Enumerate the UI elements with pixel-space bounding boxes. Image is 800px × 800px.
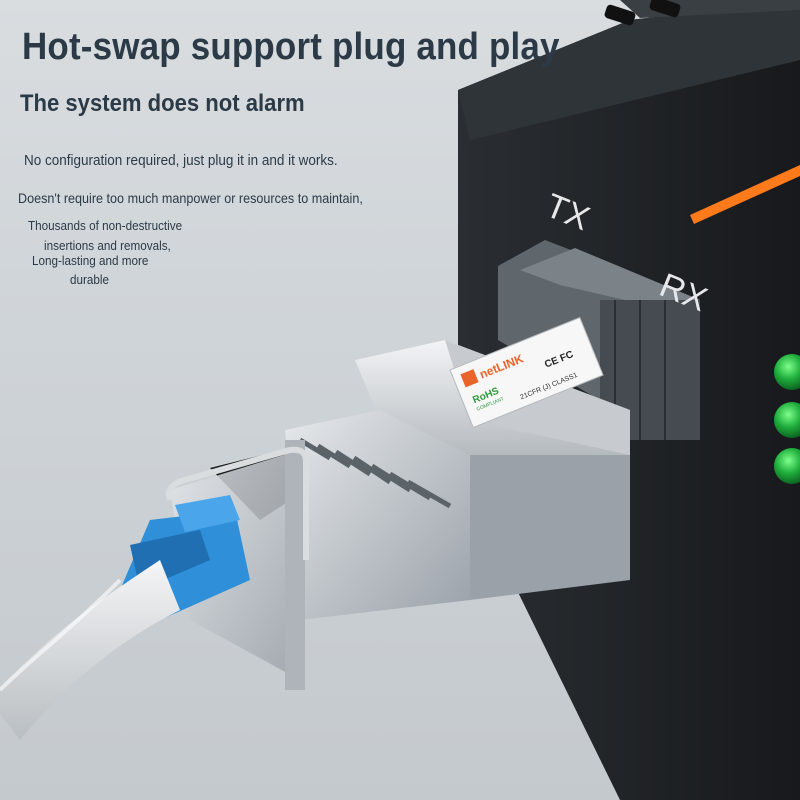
subheadline: The system does not alarm — [20, 90, 305, 117]
status-led — [774, 448, 800, 484]
status-led — [774, 354, 800, 390]
feature-text: Doesn't require too much manpower or res… — [18, 190, 363, 206]
feature-text: insertions and removals, — [44, 238, 171, 253]
fiber-cable — [0, 560, 180, 740]
status-leds — [774, 354, 800, 484]
feature-text: No configuration required, just plug it … — [24, 152, 338, 169]
brand-logo-icon — [460, 369, 479, 388]
sfp-port-cage — [498, 240, 700, 440]
feature-text: Thousands of non-destructive — [28, 218, 183, 233]
feature-text: durable — [70, 272, 110, 287]
status-led — [774, 402, 800, 438]
module-label: netLINK CE FC RoHS COMPLIANT 21CFR (J) C… — [449, 316, 604, 429]
bail-latch — [166, 446, 309, 560]
accent-stripe — [690, 165, 800, 224]
feature-text: Long-lasting and more — [32, 253, 149, 268]
headline: Hot-swap support plug and play — [22, 26, 560, 68]
